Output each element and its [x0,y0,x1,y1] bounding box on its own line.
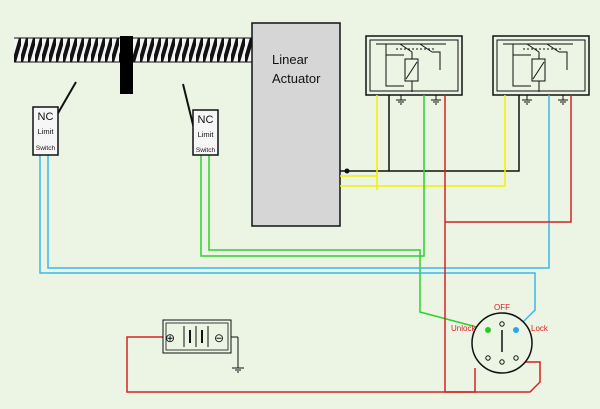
ground-icon [232,367,244,373]
lead-screw [14,37,254,63]
selector-off-label: OFF [494,303,510,312]
limit-switch-limit: Limit [198,130,215,139]
limit-switch-switch: Switch [196,147,216,154]
red-wires [126,95,572,393]
relay-right [492,35,590,105]
limit-switch-left: NC Limit Switch [32,106,59,156]
actuator-label-line1: Linear [272,52,309,67]
limit-switch-limit: Limit [38,127,55,136]
limit-switch-right: NC Limit Switch [192,109,219,156]
battery-plus-icon: ⊕ [165,331,175,345]
relay-left [365,35,463,105]
black-wires [340,95,520,174]
limit-switch-nc: NC [198,114,214,126]
limit-switch-nc: NC [38,111,54,123]
screw-nut [120,36,133,94]
green-wires [200,95,489,331]
limit-switch-switch: Switch [36,145,56,152]
ground-icon [522,95,532,105]
actuator-label-line2: Actuator [272,71,321,86]
battery-minus-icon: ⊖ [214,331,224,345]
linear-actuator [251,22,341,227]
yellow-wires [340,95,506,190]
blue-wires [39,95,550,331]
ground-icon [558,95,568,105]
selector-lock-label: Lock [531,324,549,333]
unlock-terminal-dot [485,327,491,333]
battery [162,319,244,373]
lock-terminal-dot [513,327,519,333]
ground-icon [431,95,441,105]
selector-switch [471,312,533,374]
ground-icon [396,95,406,105]
selector-unlock-label: Unlock [451,324,476,333]
